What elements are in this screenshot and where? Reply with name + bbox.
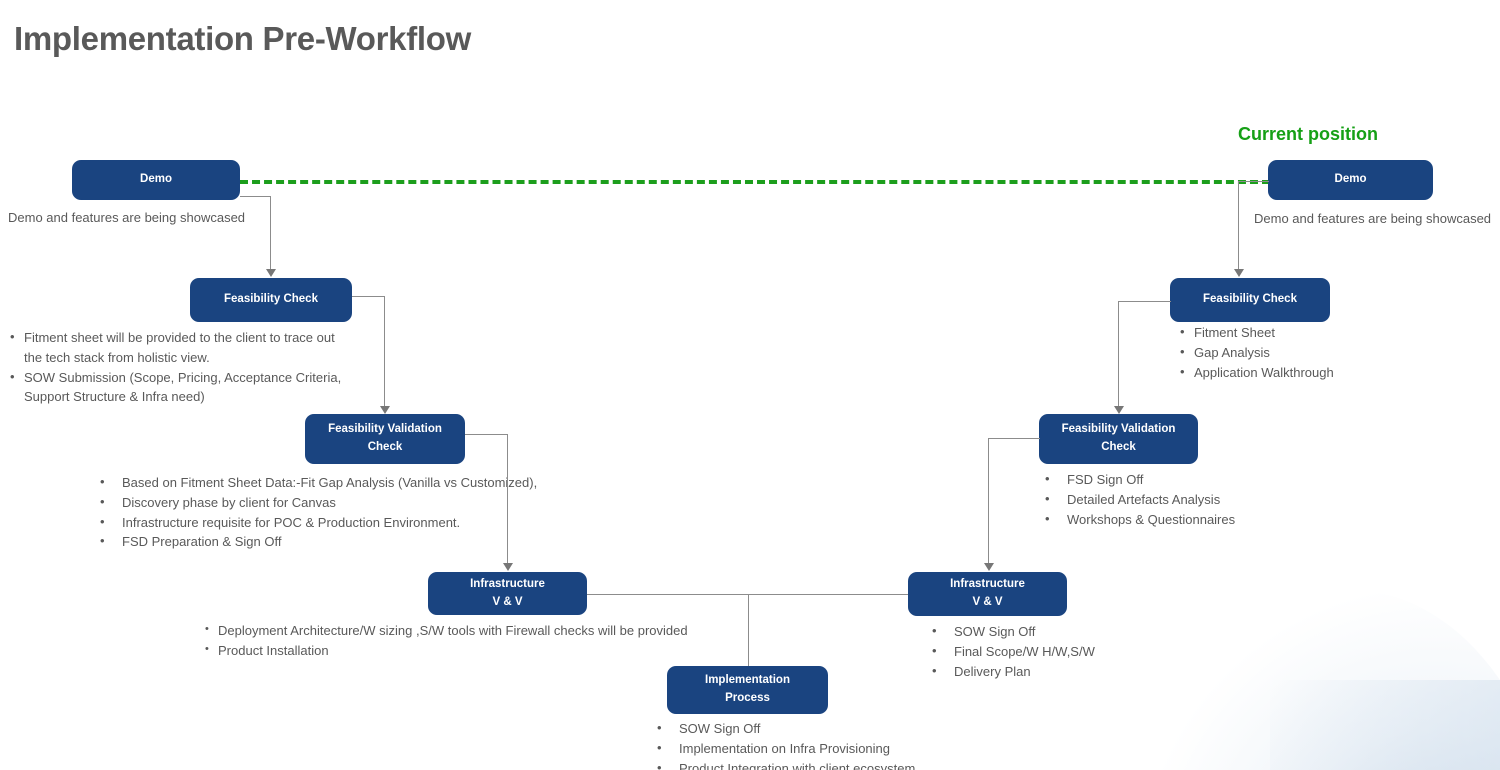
connector-infrastructure-join-h — [587, 594, 908, 595]
node-right-feasibility-check[interactable]: Feasibility Check — [1170, 278, 1330, 322]
list-item: Product Installation — [202, 641, 722, 661]
list-item: Based on Fitment Sheet Data:-Fit Gap Ana… — [98, 472, 618, 493]
connector-right-demo-h — [1238, 181, 1269, 182]
node-right-feasibility-validation-check[interactable]: Feasibility Validation Check — [1039, 414, 1198, 464]
node-right-feasibility-check-label: Feasibility Check — [1203, 293, 1297, 306]
node-left-fvc-label-line1: Feasibility Validation — [328, 423, 442, 436]
node-left-infra-label: Infrastructure V & V — [470, 576, 545, 612]
node-right-demo-label: Demo — [1334, 173, 1367, 186]
list-item: SOW Sign Off — [655, 718, 1075, 739]
list-item: FSD Preparation & Sign Off — [98, 531, 618, 552]
arrow-right-demo-to-feasibility — [1234, 269, 1244, 277]
connector-right-fc-v — [1118, 301, 1119, 407]
bullets-implementation-process: SOW Sign Off Implementation on Infra Pro… — [655, 718, 1075, 770]
list-item: Delivery Plan — [930, 661, 1260, 682]
node-left-infra-label-line1: Infrastructure — [470, 577, 545, 590]
current-position-dashed-line — [240, 180, 1270, 184]
current-position-label: Current position — [1238, 124, 1378, 144]
list-item: Deployment Architecture/W sizing ,S/W to… — [202, 621, 722, 641]
connector-left-fvc-v — [507, 434, 508, 564]
node-left-demo-label: Demo — [140, 173, 172, 186]
node-right-fvc-label: Feasibility Validation Check — [1062, 421, 1176, 457]
caption-left-demo: Demo and features are being showcased — [8, 210, 246, 225]
connector-left-fvc-h — [465, 434, 508, 435]
list-item: Implementation on Infra Provisioning — [655, 738, 1075, 759]
node-right-infra-label-line1: Infrastructure — [950, 578, 1025, 591]
caption-right-demo: Demo and features are being showcased — [1254, 211, 1492, 226]
connector-implementation-v — [748, 594, 749, 667]
node-left-demo[interactable]: Demo — [72, 160, 240, 200]
bullets-left-infrastructure-vv: Deployment Architecture/W sizing ,S/W to… — [202, 621, 722, 661]
list-item: Discovery phase by client for Canvas — [98, 492, 618, 513]
bullets-right-feasibility-validation-check: FSD Sign Off Detailed Artefacts Analysis… — [1043, 469, 1423, 530]
background-gradient-wash-secondary — [1270, 680, 1500, 770]
arrow-left-fvc-to-infrastructure — [503, 563, 513, 571]
connector-right-demo-v — [1238, 181, 1239, 270]
bullets-right-feasibility-check: Fitment Sheet Gap Analysis Application W… — [1178, 322, 1500, 383]
node-left-infrastructure-vv[interactable]: Infrastructure V & V — [428, 572, 587, 615]
list-item: Detailed Artefacts Analysis — [1043, 489, 1423, 510]
node-right-infra-label-line2: V & V — [972, 596, 1003, 608]
list-item: Fitment Sheet — [1178, 322, 1500, 343]
node-implementation-process-label: Implementation Process — [705, 672, 790, 708]
list-item: FSD Sign Off — [1043, 469, 1423, 490]
bullets-left-feasibility-check: Fitment sheet will be provided to the cl… — [8, 327, 354, 408]
node-left-fvc-label: Feasibility Validation Check — [328, 421, 442, 457]
list-item: Fitment sheet will be provided to the cl… — [8, 327, 354, 368]
connector-left-demo-h — [240, 196, 271, 197]
node-left-feasibility-check[interactable]: Feasibility Check — [190, 278, 352, 322]
page-title: Implementation Pre-Workflow — [14, 20, 472, 57]
connector-left-fc-v — [384, 296, 385, 408]
node-left-infra-label-line2: V & V — [492, 595, 523, 608]
node-right-infra-label: Infrastructure V & V — [950, 576, 1025, 612]
node-implementation-process[interactable]: Implementation Process — [667, 666, 828, 714]
node-left-feasibility-validation-check[interactable]: Feasibility Validation Check — [305, 414, 465, 464]
list-item: Gap Analysis — [1178, 342, 1500, 363]
connector-left-fc-h — [352, 296, 385, 297]
arrow-left-fc-to-fvc — [380, 406, 390, 414]
bullets-right-infrastructure-vv: SOW Sign Off Final Scope/W H/W,S/W Deliv… — [930, 621, 1260, 682]
arrow-right-fvc-to-infrastructure — [984, 563, 994, 571]
arrow-left-demo-to-feasibility — [266, 269, 276, 277]
bullets-left-feasibility-validation-check: Based on Fitment Sheet Data:-Fit Gap Ana… — [98, 472, 618, 552]
node-right-infrastructure-vv[interactable]: Infrastructure V & V — [908, 572, 1067, 616]
arrow-right-fc-to-fvc — [1114, 406, 1124, 414]
connector-right-fc-h — [1118, 301, 1171, 302]
node-right-fvc-label-line2: Check — [1101, 441, 1136, 453]
connector-right-fvc-h — [988, 438, 1040, 439]
node-left-fvc-label-line2: Check — [367, 441, 403, 453]
list-item: Infrastructure requisite for POC & Produ… — [98, 512, 618, 533]
list-item: Product Integration with client ecosyste… — [655, 758, 1075, 770]
connector-left-demo-v — [270, 196, 271, 270]
list-item: Workshops & Questionnaires — [1043, 509, 1423, 530]
node-left-feasibility-check-label: Feasibility Check — [224, 293, 318, 306]
node-right-demo[interactable]: Demo — [1268, 160, 1433, 200]
node-implementation-process-label-line1: Implementation — [705, 674, 790, 687]
node-implementation-process-label-line2: Process — [725, 692, 770, 704]
list-item: Final Scope/W H/W,S/W — [930, 641, 1260, 662]
list-item: SOW Sign Off — [930, 621, 1260, 642]
list-item: Application Walkthrough — [1178, 362, 1500, 383]
list-item: SOW Submission (Scope, Pricing, Acceptan… — [8, 367, 354, 408]
connector-right-fvc-v — [988, 438, 989, 564]
node-right-fvc-label-line1: Feasibility Validation — [1061, 423, 1176, 436]
